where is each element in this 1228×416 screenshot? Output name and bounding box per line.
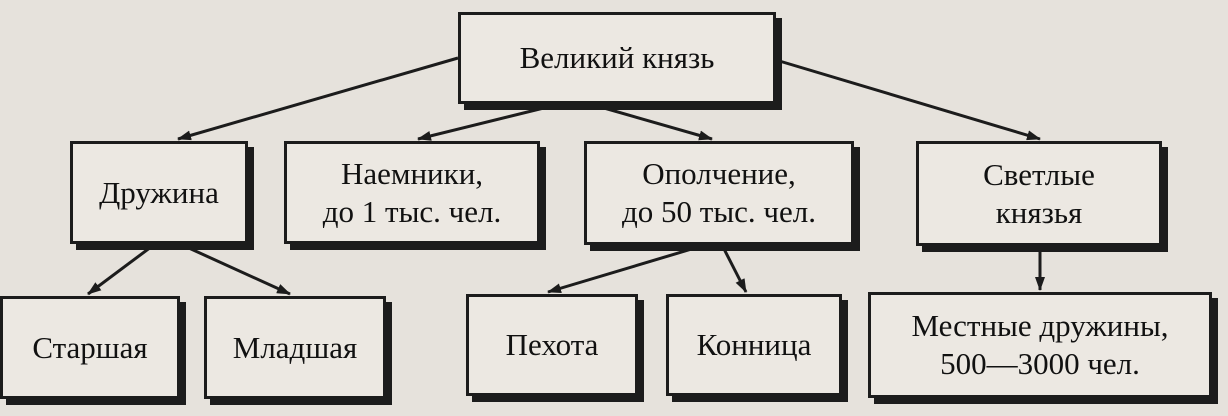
node-senior: Старшая <box>0 296 180 399</box>
node-bright-princes: Светлые князья <box>916 141 1162 246</box>
node-druzhina: Дружина <box>70 141 248 244</box>
edge-druzhina-to-junior <box>179 242 291 296</box>
node-local-druzhinas: Местные дружины, 500—3000 чел. <box>868 292 1212 398</box>
edge-root-to-princes <box>775 58 1041 141</box>
node-junior: Младшая <box>204 296 386 399</box>
node-mercenaries: Наемники, до 1 тыс. чел. <box>284 141 540 244</box>
node-grand-prince: Великий князь <box>458 12 776 104</box>
node-infantry: Пехота <box>466 294 638 396</box>
edge-root-to-mercenaries <box>417 102 561 141</box>
edge-militia-to-cavalry <box>720 244 748 293</box>
node-cavalry: Конница <box>666 294 842 396</box>
edge-druzhina-to-senior <box>87 242 156 296</box>
edge-root-to-druzhina <box>177 56 459 141</box>
edge-root-to-militia <box>589 102 713 141</box>
node-militia: Ополчение, до 50 тыс. чел. <box>584 141 854 245</box>
edge-militia-to-infantry <box>547 243 706 294</box>
